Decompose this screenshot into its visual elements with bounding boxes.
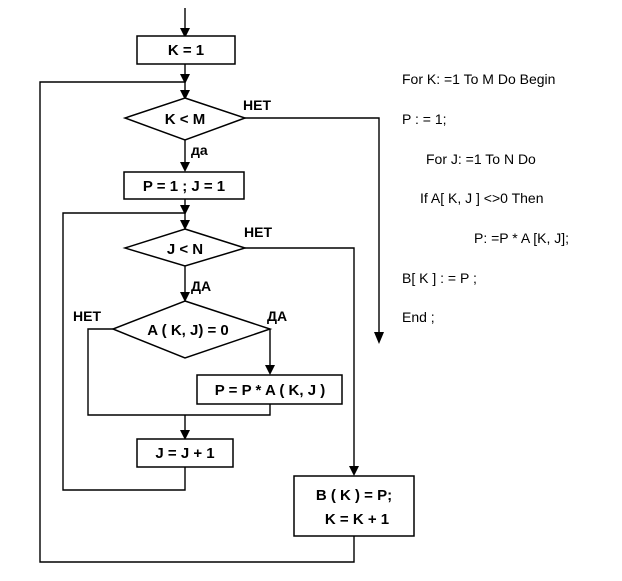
- label-j-yes: ДА: [191, 278, 211, 294]
- label-a-no: НЕТ: [73, 308, 101, 324]
- arrowhead-exit: [374, 332, 384, 344]
- arrowhead-condj: [180, 220, 190, 230]
- node-init-k: K = 1: [136, 35, 236, 65]
- node-cond-a-text: A ( K, J) = 0: [147, 322, 229, 339]
- code-line-7: End ;: [402, 309, 435, 325]
- edge-condk-no: [245, 117, 380, 338]
- edge-store-loop: [39, 81, 355, 563]
- edge-conda-no: [87, 328, 185, 416]
- code-line-1: For K: =1 To M Do Begin: [402, 71, 555, 87]
- node-cond-a: A ( K, J) = 0: [110, 300, 273, 359]
- label-a-yes: ДА: [267, 308, 287, 324]
- label-k-no: НЕТ: [243, 97, 271, 113]
- arrowhead-mult: [265, 365, 275, 375]
- edge-incj-loop: [62, 212, 186, 491]
- code-line-6: B[ K ] : = P ;: [402, 270, 477, 286]
- node-store-line2: K = K + 1: [325, 511, 389, 528]
- node-init-pj: P = 1 ; J = 1: [123, 171, 245, 200]
- arrowhead-incj: [180, 430, 190, 440]
- code-line-5: P: =P * A [K, J];: [474, 230, 569, 246]
- node-inc-j: J = J + 1: [136, 438, 234, 468]
- node-init-pj-text: P = 1 ; J = 1: [143, 178, 225, 195]
- node-mult-text: P = P * A ( K, J ): [215, 382, 325, 399]
- arrowhead-store: [349, 466, 359, 476]
- arrowhead-loop-j: [180, 205, 190, 215]
- code-listing: For K: =1 To M Do Begin P : = 1; For J: …: [402, 71, 569, 325]
- connectors: [39, 8, 384, 563]
- node-cond-j: J < N: [122, 228, 248, 267]
- branch-labels: НЕТ да НЕТ ДА НЕТ ДА: [73, 97, 287, 324]
- node-cond-k-text: K < M: [165, 111, 205, 128]
- code-line-2: P : = 1;: [402, 111, 447, 127]
- node-inc-j-text: J = J + 1: [155, 445, 214, 462]
- arrowhead-conda: [180, 292, 190, 302]
- label-j-no: НЕТ: [244, 224, 272, 240]
- edge-condj-no: [245, 247, 355, 474]
- node-store: B ( K ) = P; K = K + 1: [293, 475, 415, 537]
- node-cond-j-text: J < N: [167, 241, 203, 258]
- node-store-line1: B ( K ) = P;: [316, 487, 392, 504]
- node-init-k-text: K = 1: [168, 42, 204, 59]
- code-line-3: For J: =1 To N Do: [426, 151, 536, 167]
- arrowhead-entry: [180, 28, 190, 38]
- code-line-4: If A[ K, J ] <>0 Then: [420, 190, 543, 206]
- arrowhead-initpj: [180, 162, 190, 172]
- arrowhead-condk: [180, 90, 190, 100]
- label-k-yes: да: [191, 142, 208, 158]
- edge-mult-merge: [185, 404, 271, 416]
- arrowhead-loop-k: [180, 74, 190, 84]
- node-cond-k: K < M: [122, 97, 248, 141]
- node-mult: P = P * A ( K, J ): [196, 374, 343, 405]
